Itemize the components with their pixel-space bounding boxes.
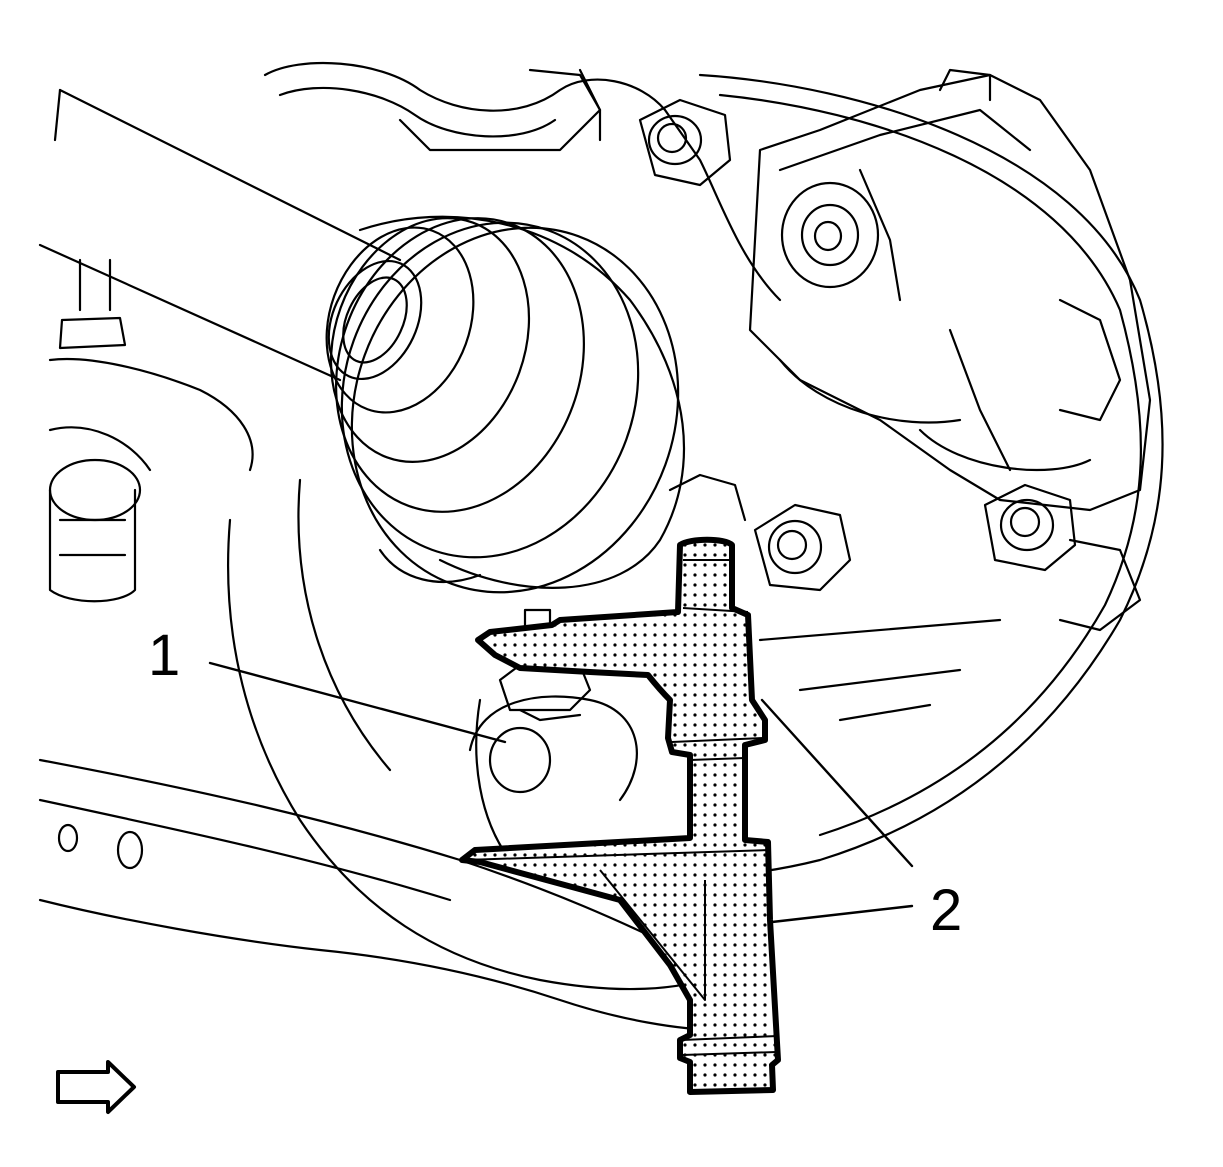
lower-knuckle-bolt [668, 473, 852, 592]
stabilizer-link [48, 258, 254, 472]
drive-axle-shaft [38, 88, 423, 382]
upper-knuckle-bolt [638, 98, 732, 187]
callout-1-label: 1 [148, 623, 180, 688]
callout-1-leader [208, 661, 507, 744]
ball-joint [48, 458, 142, 603]
brake-rotor [648, 73, 1164, 880]
brake-caliper [748, 68, 1152, 512]
callout-2-leader-lower [770, 904, 914, 924]
lower-control-arm [38, 695, 722, 1032]
caliper-bolt [983, 483, 1142, 632]
callout-2-leader-upper [760, 698, 914, 868]
ball-joint-separator-tool [459, 536, 781, 1095]
steering-knuckle [227, 61, 782, 991]
right-arrow-icon [56, 1060, 136, 1114]
callout-2-label: 2 [930, 878, 962, 943]
cv-joint-boot [325, 215, 686, 594]
